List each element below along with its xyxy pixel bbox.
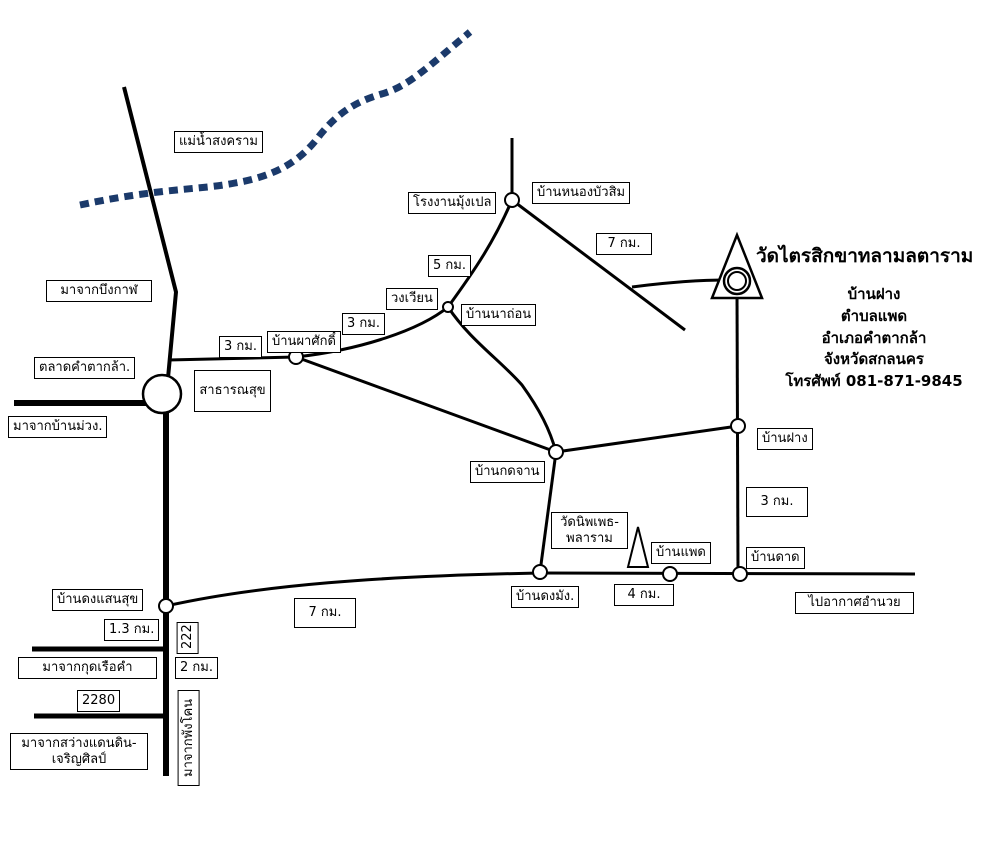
junction-nong-bua-sim <box>504 192 520 208</box>
label-ban-nong-bua-sim: บ้านหนองบัวสิม <box>532 182 631 204</box>
distance-5km: 5 กม. <box>428 255 471 277</box>
junction-dong-saen-suk <box>158 598 174 614</box>
label-from-ban-muang: มาจากบ้านม่วง. <box>8 416 108 438</box>
road-south-east-west <box>165 571 916 608</box>
temple-phone: โทรศัพท์ 081-871-9845 <box>785 372 963 390</box>
label-wong-wian: วงเวียน <box>386 288 438 310</box>
distance-4km: 4 กม. <box>614 584 674 606</box>
road-kot-chan-fang <box>555 424 739 454</box>
distance-1-3km: 1.3 กม. <box>104 619 160 641</box>
label-satharanasuk: สาธารณสุข <box>194 370 271 412</box>
label-ban-dat: บ้านดาด <box>746 547 805 569</box>
temple-name: วัดไตรสิกขาทลามลตาราม <box>756 245 974 267</box>
road-to-temple-spur <box>631 278 729 289</box>
junction-kot-chan <box>548 444 564 460</box>
label-from-sawang-daen-din: มาจากสว่างแดนดิน-เจริญศิลป์ <box>10 733 148 771</box>
junction-ban-fang <box>730 418 746 434</box>
label-wat-nip-phet: วัดนิพเพธ-พลาราม <box>551 512 628 550</box>
distance-7km-bottom: 7 กม. <box>294 598 356 628</box>
label-ban-kot-chan: บ้านกดจาน <box>470 461 545 483</box>
distance-3km-b: 3 กม. <box>342 313 385 335</box>
label-ban-dong-saen-suk: บ้านดงแสนสุข <box>52 589 144 611</box>
temple-village: บ้านฝาง <box>847 285 901 303</box>
label-ban-pha-sak: บ้านผาศักดิ์ <box>267 331 341 353</box>
route-2280: 2280 <box>77 690 121 712</box>
label-ban-phaet: บ้านแพด <box>651 542 711 564</box>
river-songkhram <box>79 29 473 209</box>
route-222: 222 <box>177 622 199 654</box>
temple-district: อำเภอคำตากล้า <box>821 328 927 347</box>
distance-7km-top: 7 กม. <box>596 233 652 255</box>
road-nong-bua-sim-se <box>511 198 686 332</box>
road-kot-chan-dong-mang <box>538 451 558 573</box>
road-pha-sak-kot-chan <box>295 355 557 454</box>
temple-province: จังหวัดสกลนคร <box>824 350 924 369</box>
road-wong-wian-kot-chan <box>446 306 558 453</box>
river-label: แม่น้ำสงคราม <box>174 131 263 153</box>
label-from-phang-khon: มาจากพังโคน <box>178 690 200 786</box>
label-ban-fang: บ้านฝาง <box>757 428 813 450</box>
wat-nip-phet-icon <box>626 526 650 568</box>
distance-3km-a: 3 กม. <box>219 336 262 358</box>
label-from-bueng-kan: มาจากบึงกาฬ <box>46 280 152 302</box>
label-from-kut-ruea-kham: มาจากกุดเรือคำ <box>18 657 157 679</box>
temple-address: บ้านฝาง ตำบลแพด อำเภอคำตากล้า จังหวัดสกล… <box>760 284 988 393</box>
label-ban-dong-mang: บ้านดงมัง. <box>511 586 580 608</box>
junction-ban-phaet <box>662 566 678 582</box>
road-main-north <box>122 86 179 379</box>
junction-dong-mang <box>532 564 548 580</box>
junction-wong-wian <box>442 301 454 313</box>
label-mung-pel-factory: โรงงานมุ้งเปล <box>408 192 497 214</box>
junction-ban-dat <box>732 566 748 582</box>
temple-icon <box>710 231 764 300</box>
junction-market <box>141 373 183 415</box>
distance-2km: 2 กม. <box>175 657 218 679</box>
road-pha-sak-wong-wian <box>295 305 449 359</box>
distance-3km-right: 3 กม. <box>746 487 808 517</box>
label-ban-na-thon: บ้านนาถ่อน <box>461 304 537 326</box>
road-market-pha-sak <box>167 355 297 362</box>
label-talat-kham-ta-kla: ตลาดคำตากล้า. <box>34 357 136 379</box>
temple-subdistrict: ตำบลแพด <box>840 306 908 325</box>
label-to-akat-amnuai: ไปอากาศอำนวย <box>795 592 914 614</box>
road-wong-wian-factory <box>446 199 514 308</box>
